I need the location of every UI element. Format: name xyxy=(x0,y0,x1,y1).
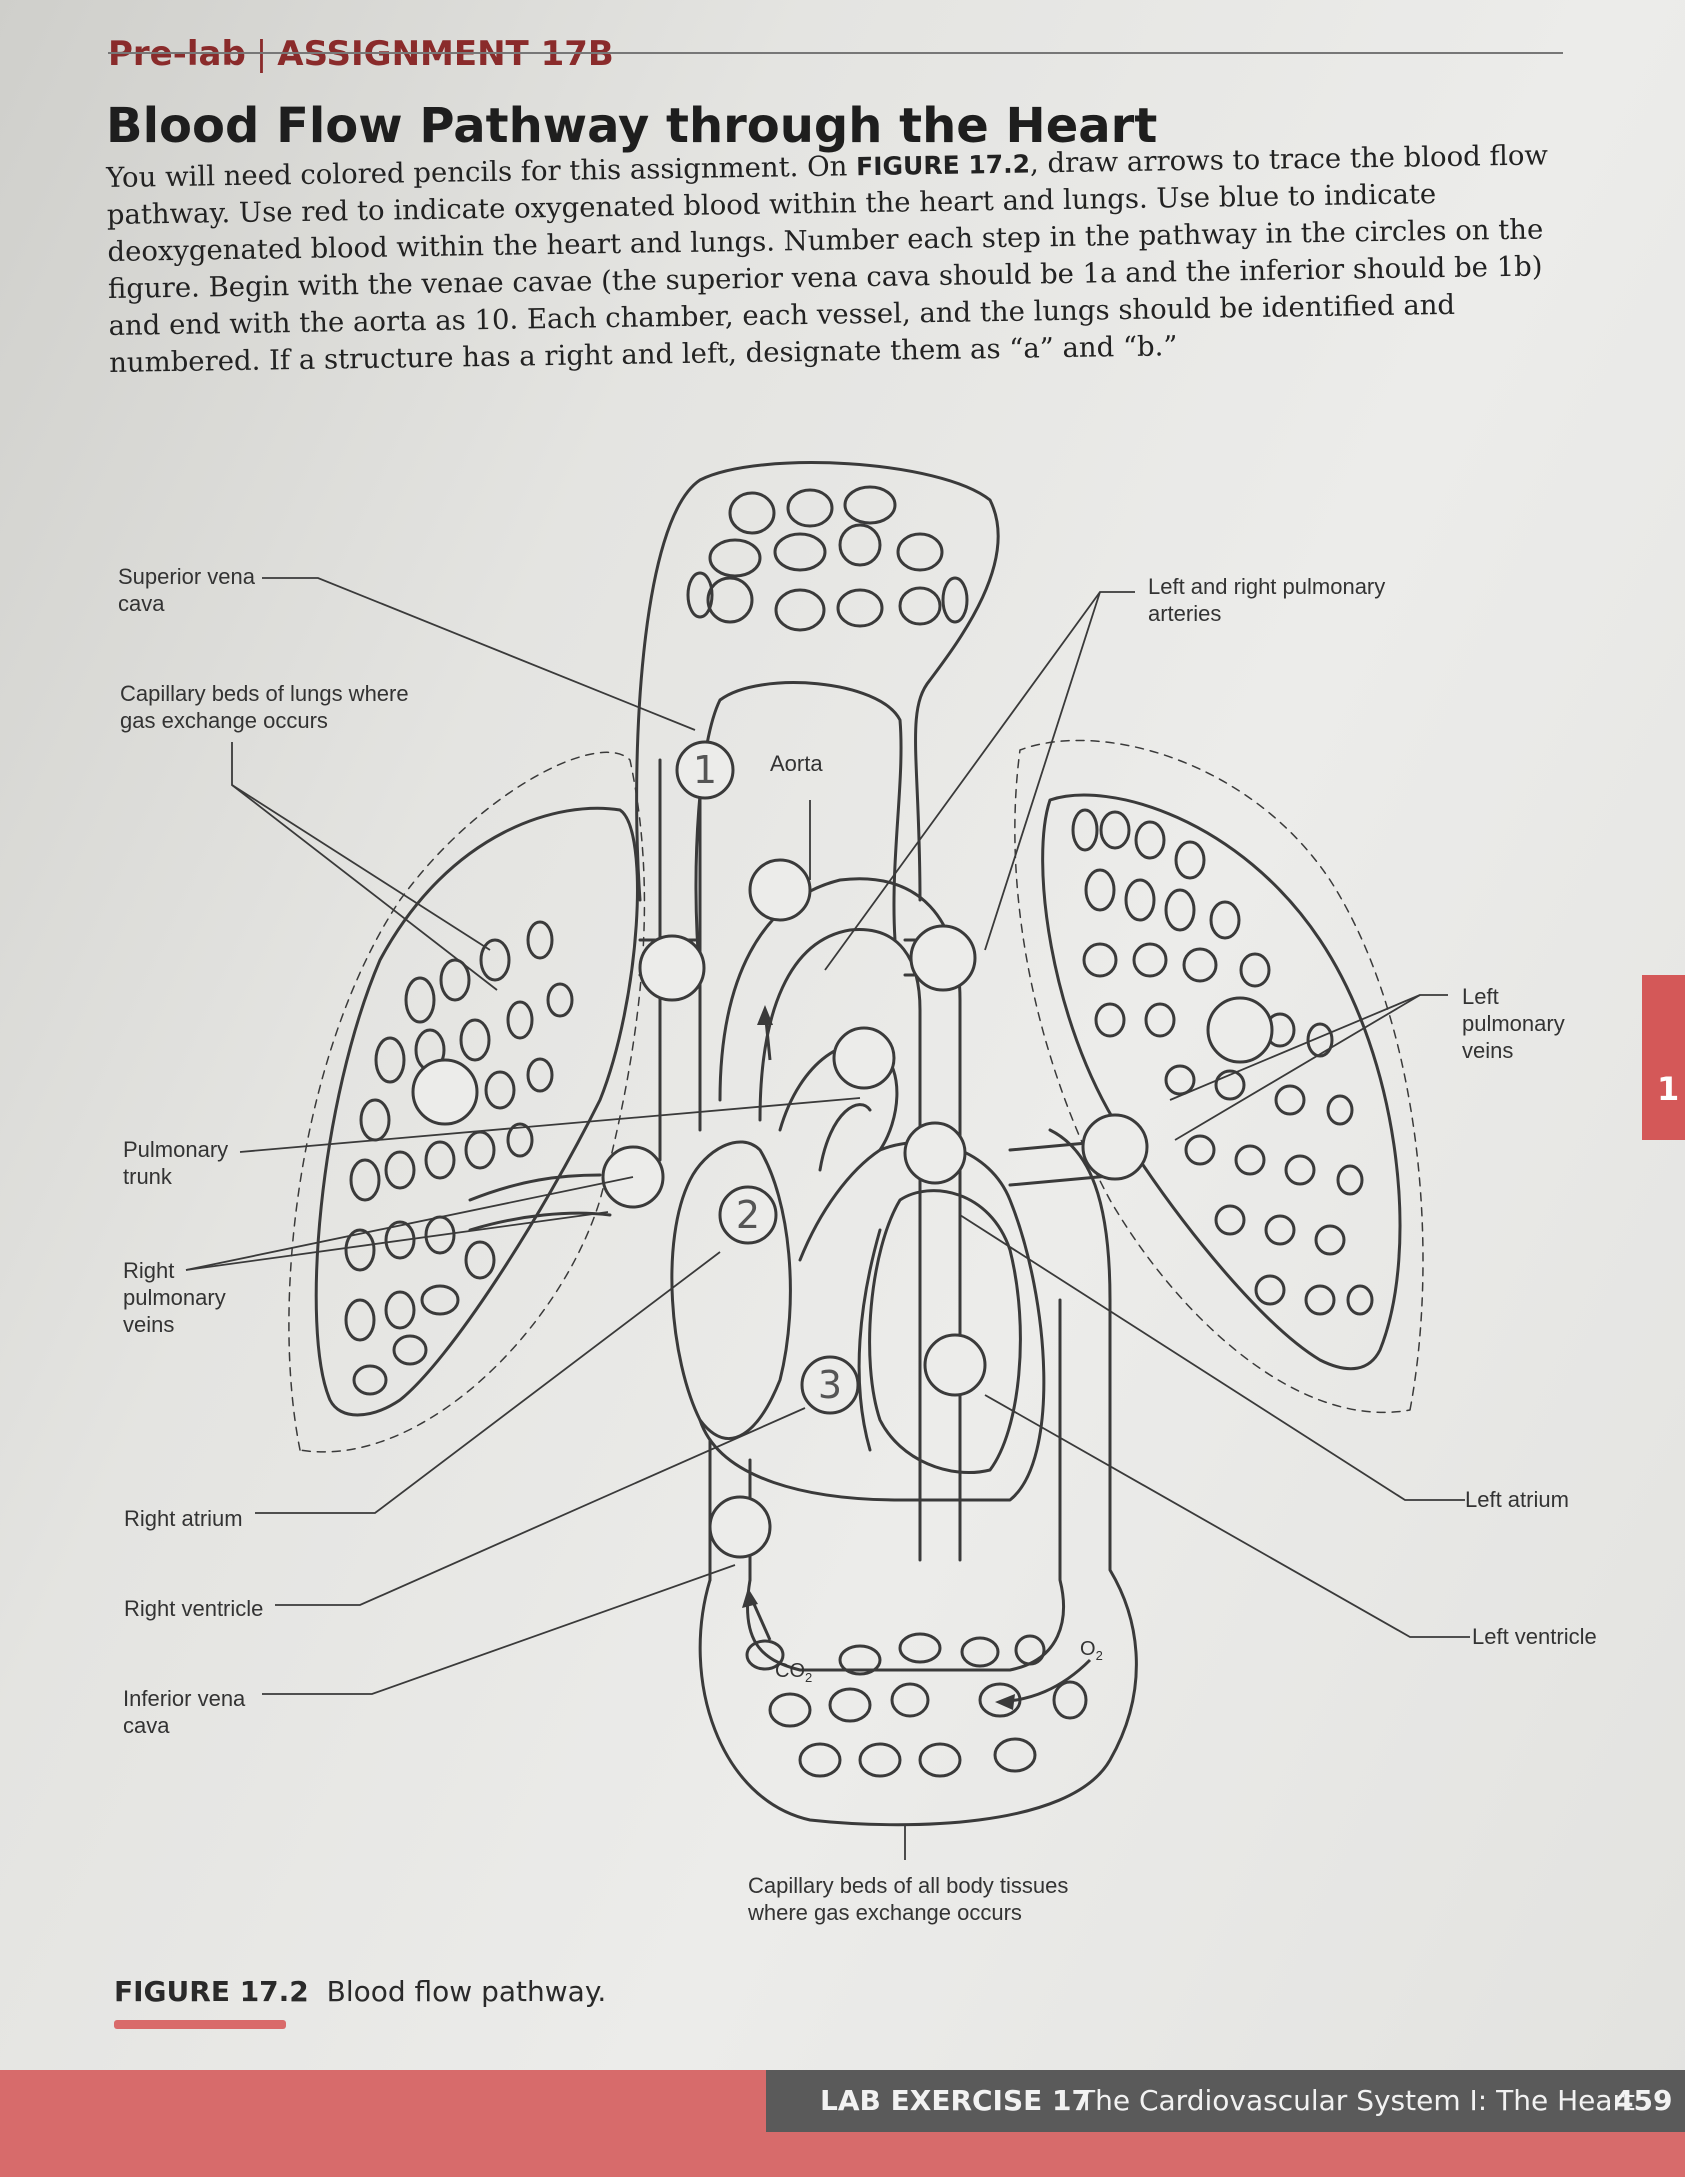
page-header: Pre-lab|ASSIGNMENT 17B xyxy=(108,34,614,74)
page-number: 459 xyxy=(1614,2084,1673,2117)
label-left-pulmonary-veins: Left pulmonary veins xyxy=(1462,983,1565,1064)
label-line: cava xyxy=(118,591,165,616)
page-title: Blood Flow Pathway through the Heart xyxy=(106,98,1158,154)
circle-left-pv xyxy=(1081,1113,1149,1181)
circle-right-atrium xyxy=(718,1185,778,1245)
footer-subject: The Cardiovascular System I: The Heart xyxy=(1078,2084,1636,2117)
ventricular-septum xyxy=(857,1228,882,1452)
blood-flow-diagram: 1 2 3 xyxy=(185,461,1470,1860)
label-inferior-vena-cava: Inferior vena cava xyxy=(123,1685,245,1739)
label-line: gas exchange occurs xyxy=(120,708,328,733)
assignment-label: ASSIGNMENT 17B xyxy=(277,34,614,74)
handwritten-1: 1 xyxy=(693,748,717,792)
co2-subscript: 2 xyxy=(805,1670,813,1685)
label-line: pulmonary xyxy=(1462,1011,1565,1036)
footer-exercise: LAB EXERCISE 17 xyxy=(820,2084,1091,2117)
label-left-atrium: Left atrium xyxy=(1465,1487,1569,1512)
label-pulmonary-trunk: Pulmonary trunk xyxy=(123,1136,228,1190)
lung-capillary-blobs xyxy=(344,485,1374,1778)
figure-caption: FIGURE 17.2 Blood flow pathway. xyxy=(114,1975,606,2008)
label-line: Capillary beds of all body tissues xyxy=(748,1873,1069,1898)
co2-text: CO xyxy=(775,1660,805,1682)
label-right-pulmonary-veins: Right pulmonary veins xyxy=(123,1257,226,1338)
caption-underline xyxy=(114,2020,286,2029)
label-o2: O2 xyxy=(1080,1636,1103,1669)
label-aorta: Aorta xyxy=(770,751,823,776)
label-capillary-body: Capillary beds of all body tissues where… xyxy=(748,1872,1068,1926)
label-line: Left xyxy=(1462,984,1499,1009)
handwritten-numbers: 1 2 3 xyxy=(693,748,842,1407)
circle-left-pa xyxy=(909,924,977,992)
label-right-ventricle: Right ventricle xyxy=(124,1596,264,1621)
label-line: cava xyxy=(123,1713,170,1738)
numbering-circles xyxy=(411,740,1274,1559)
circle-svc xyxy=(675,740,735,800)
o2-subscript: 2 xyxy=(1095,1648,1103,1663)
circle-left-atrium xyxy=(903,1121,967,1185)
label-capillary-lungs: Capillary beds of lungs where gas exchan… xyxy=(120,680,409,734)
pulmonary-capillary-loop xyxy=(635,461,1000,982)
o2-text: O xyxy=(1080,1638,1096,1660)
label-right-atrium: Right atrium xyxy=(124,1506,243,1531)
figure-reference: FIGURE 17.2 xyxy=(855,149,1031,182)
label-pulmonary-arteries: Left and right pulmonary arteries xyxy=(1148,573,1385,627)
label-line: Pulmonary xyxy=(123,1137,229,1162)
handwritten-3: 3 xyxy=(818,1363,842,1407)
label-line: Right xyxy=(123,1258,175,1283)
leader-lines xyxy=(185,577,1470,1860)
circle-ivc xyxy=(708,1495,772,1559)
label-line: Capillary beds of lungs where xyxy=(120,681,409,706)
label-line: Left and right pulmonary xyxy=(1148,574,1386,599)
right-lung-dashed-outline xyxy=(288,751,646,1453)
circle-right-ventricle xyxy=(800,1355,860,1415)
systemic-capillary-loop xyxy=(698,1128,1138,1827)
caption-text: Blood flow pathway. xyxy=(326,1975,607,2008)
circle-aorta xyxy=(748,858,812,922)
label-line: trunk xyxy=(123,1164,172,1189)
caption-figure-number: FIGURE 17.2 xyxy=(114,1975,309,2008)
label-line: pulmonary xyxy=(123,1285,226,1310)
circle-left-ventricle xyxy=(923,1333,987,1397)
page-footer: LAB EXERCISE 17 The Cardiovascular Syste… xyxy=(766,2070,1685,2132)
handwritten-2: 2 xyxy=(736,1193,760,1237)
left-lung-outline xyxy=(1041,793,1402,1371)
label-co2: CO2 xyxy=(775,1658,812,1691)
label-line: Inferior vena xyxy=(123,1686,246,1711)
side-tab-number: 1 xyxy=(1657,1070,1680,1108)
circle-right-lung xyxy=(411,1058,479,1126)
circle-right-pa xyxy=(638,934,706,1002)
header-separator: | xyxy=(255,34,268,74)
label-line: Superior vena xyxy=(118,564,255,589)
label-line: veins xyxy=(1462,1038,1514,1063)
intro-text-1: You will need colored pencils for this a… xyxy=(106,150,857,194)
right-atrium-chamber xyxy=(670,1140,792,1440)
left-lung-dashed-outline xyxy=(1014,739,1424,1414)
circle-left-lung xyxy=(1206,996,1274,1064)
arrow-heads xyxy=(742,1005,1015,1710)
label-left-ventricle: Left ventricle xyxy=(1472,1624,1597,1649)
prelab-label: Pre-lab xyxy=(108,34,246,74)
label-line: veins xyxy=(123,1312,175,1337)
label-line: where gas exchange occurs xyxy=(748,1900,1022,1925)
side-tab xyxy=(1642,975,1685,1140)
instructions-paragraph: You will need colored pencils for this a… xyxy=(106,137,1579,382)
heart-body xyxy=(698,1140,1046,1502)
label-line: arteries xyxy=(1148,601,1222,626)
label-superior-vena-cava: Superior vena cava xyxy=(118,563,255,617)
circle-pulm-trunk xyxy=(832,1026,896,1090)
right-lung-outline xyxy=(314,806,639,1417)
left-ventricle-chamber xyxy=(868,1189,1022,1475)
header-rule xyxy=(108,52,1563,54)
